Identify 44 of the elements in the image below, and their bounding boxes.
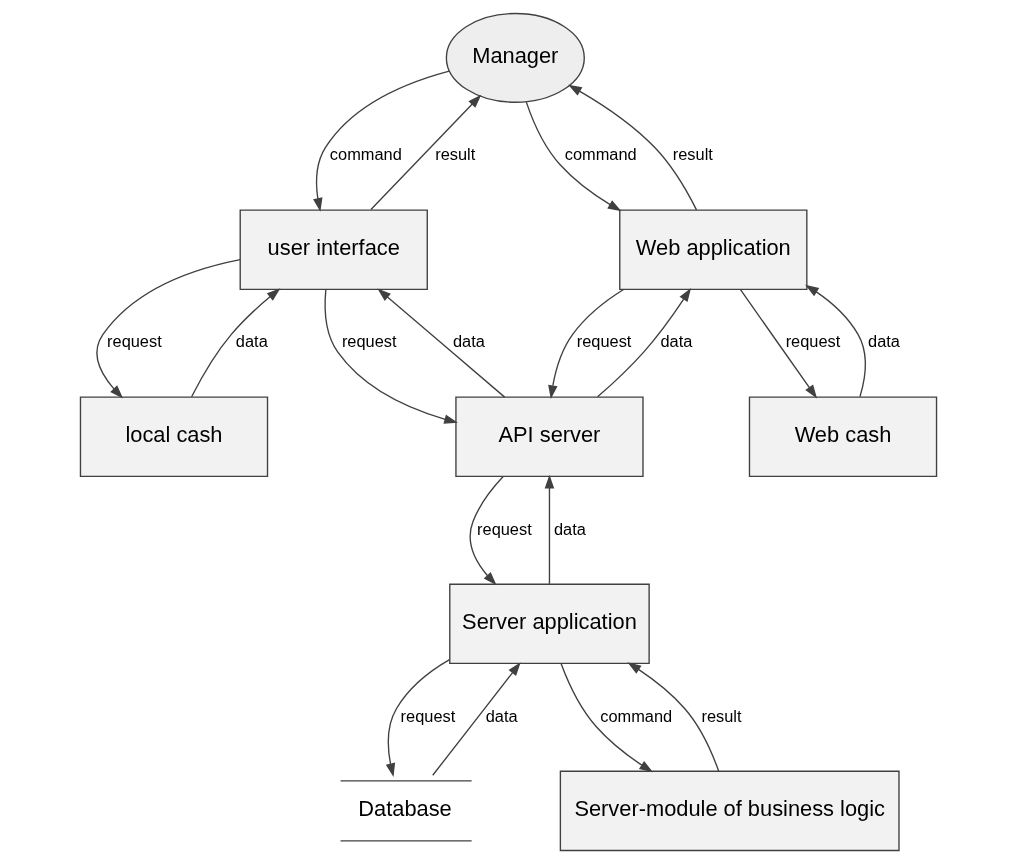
edge-label: result [701,706,742,725]
node-box: user interface [239,209,428,290]
node-box: API server [455,396,644,478]
edge-label: data [554,519,586,538]
arrow [324,288,458,424]
edge-label: request [576,332,632,351]
edge-label: request [477,519,532,538]
edge-label: result [672,145,713,164]
node-text: Database [358,796,452,822]
edge-label: data [868,332,900,351]
node-box: Server application [449,583,650,665]
edge-label: request [400,706,456,725]
node-box: Web cash [748,396,938,478]
edge-label: result [435,145,476,164]
edge-label: command [600,706,673,725]
arrow [190,288,281,398]
edge-label: data [235,332,268,351]
arrow [370,94,482,211]
edge-label: command [564,145,637,164]
arrow [377,288,506,398]
arrow [313,70,450,212]
arrow [560,663,654,773]
arrow [96,258,241,399]
edge-label: data [485,706,518,725]
arrow [548,288,625,399]
arrow [596,287,692,398]
arrow [627,662,720,772]
node-box: local cash [79,396,269,478]
edge-label: request [341,332,397,351]
node-box: Server-module of business logic [559,770,900,852]
edge-label: request [107,332,162,351]
edge-label: command [329,145,402,164]
arrow [739,289,818,399]
arrow [544,474,555,585]
edge-label: request [785,332,841,351]
arrow [432,662,521,776]
arrow [568,84,698,211]
arrow [469,475,504,586]
edge-label: data [660,332,693,351]
node-box: Web application [619,209,808,290]
arrow [385,659,451,777]
arrow [805,284,866,398]
arrow [525,101,622,212]
edge-label: data [452,332,485,351]
